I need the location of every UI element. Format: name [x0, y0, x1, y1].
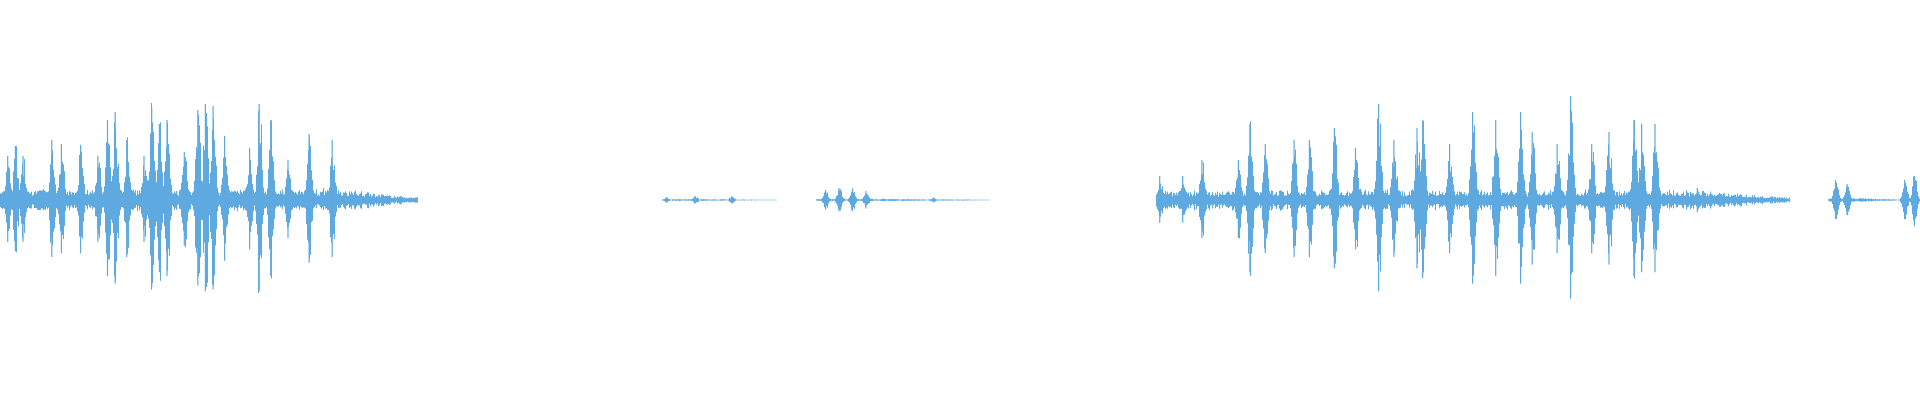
- segment-2: [662, 196, 777, 204]
- segment-3: [816, 188, 990, 212]
- segment-4: [1156, 96, 1790, 299]
- waveform-body: [1156, 111, 1790, 279]
- segment-5: [1828, 176, 1920, 227]
- waveform-body: [662, 196, 777, 204]
- segment-1: [0, 103, 418, 293]
- waveform-body: [0, 103, 418, 293]
- waveform-body: [1828, 176, 1920, 227]
